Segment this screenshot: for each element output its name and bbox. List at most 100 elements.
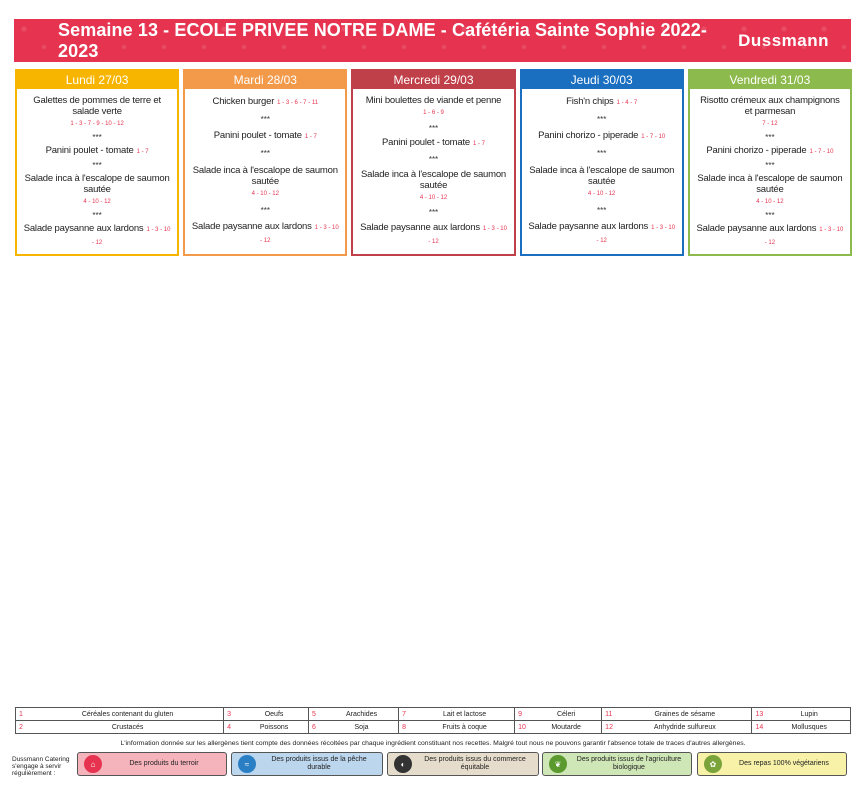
allergen-number: 4: [223, 720, 241, 734]
allergen-codes: 4 - 10 - 12: [419, 194, 448, 201]
allergen-number: 8: [398, 720, 416, 734]
dish-name: Salade paysanne aux lardons: [528, 220, 649, 232]
allergen-codes: 1 - 7 - 10: [641, 134, 666, 141]
allergen-label: Arachides: [324, 707, 400, 721]
allergen-number: 11: [601, 707, 619, 721]
dish-separator: ***: [92, 210, 102, 220]
allergen-codes: 1 - 3 - 10 - 12: [764, 226, 844, 246]
dish-item: Salade inca à l'escalope de saumon sauté…: [191, 165, 339, 200]
allergen-number: 14: [751, 720, 769, 734]
allergen-codes: 4 - 10 - 12: [251, 190, 279, 197]
allergen-codes: 1 - 3 - 10 - 12: [596, 224, 676, 244]
allergen-codes: 1 - 7 - 10: [809, 148, 834, 155]
allergen-codes: 1 - 7: [473, 141, 486, 148]
label-text: Des repas 100% végétariens: [739, 760, 829, 767]
allergen-codes: 1 - 3 - 10 - 12: [428, 225, 507, 245]
allergen-label: Céleri: [531, 707, 603, 721]
dish-name: Salade paysanne aux lardons: [360, 221, 480, 233]
page-title: Semaine 13 - ECOLE PRIVEE NOTRE DAME - C…: [58, 19, 707, 61]
dish-name: Panini poulet - tomate: [45, 144, 134, 156]
allergen-codes: 1 - 3 - 10 - 12: [91, 226, 171, 246]
allergen-number: 10: [514, 720, 532, 734]
banner-pattern: [14, 19, 851, 62]
allergen-label: Anhydride sulfureux: [618, 720, 753, 734]
brand-logo: Dussmann: [738, 30, 829, 50]
dish-separator: ***: [765, 210, 775, 220]
header-banner: Semaine 13 - ECOLE PRIVEE NOTRE DAME - C…: [14, 19, 851, 62]
allergen-codes: 1 - 3 - 7 - 9 - 10 - 12: [70, 120, 124, 127]
allergen-label: Soja: [324, 720, 400, 734]
allergen-label: Lait et lactose: [415, 707, 516, 721]
dish-name: Panini poulet - tomate: [213, 130, 302, 142]
dish-name: Panini poulet - tomate: [381, 137, 471, 149]
dish-name: Salade paysanne aux lardons: [23, 222, 144, 234]
dish-name: Chicken burger: [212, 96, 275, 108]
fish-icon: ≈: [238, 755, 256, 773]
allergen-codes: 1 - 7: [136, 148, 149, 155]
day-header: Vendredi 31/03: [689, 71, 851, 89]
dish-separator: ***: [597, 205, 607, 215]
dish-separator: ***: [597, 115, 607, 125]
day-dishes: Galettes de pommes de terre et salade ve…: [17, 89, 177, 254]
dish-name: Risotto crémeux aux champignons et parme…: [700, 94, 840, 117]
allergen-codes: 1 - 4 - 7: [616, 100, 638, 107]
day-header: Lundi 27/03: [17, 71, 178, 89]
dish-separator: ***: [260, 205, 270, 215]
allergen-number: 6: [307, 720, 325, 734]
dish-separator: ***: [92, 160, 102, 170]
house-icon: ⌂: [84, 755, 102, 773]
dish-separator: ***: [428, 208, 439, 218]
organic-leaf-icon: ❦: [549, 755, 567, 773]
dish-name: Galettes de pommes de terre et salade ve…: [33, 94, 161, 117]
day-header: Mercredi 29/03: [353, 71, 514, 89]
allergen-number: 2: [15, 720, 32, 734]
dish-separator: ***: [92, 132, 102, 142]
allergen-number: 1: [15, 707, 32, 721]
allergen-number: 5: [307, 707, 325, 721]
allergen-number: 9: [514, 707, 532, 721]
dish-separator: ***: [260, 115, 270, 125]
label-text: Des produits issus de l'agriculture biol…: [576, 756, 682, 771]
allergen-disclaimer: L'information donnée sur les allergènes …: [120, 740, 746, 747]
allergen-label: Moutarde: [531, 720, 603, 734]
allergen-label: Fruits à coque: [415, 720, 516, 734]
label-text: Des produits issus de la pêche durable: [271, 756, 367, 771]
allergen-number: 12: [601, 720, 619, 734]
veggie-icon: ✿: [704, 755, 722, 773]
day-header: Jeudi 30/03: [521, 71, 682, 89]
allergen-codes: 1 - 3 - 6 - 7 - 11: [277, 100, 319, 107]
dish-name: Salade inca à l'escalope de saumon sauté…: [192, 164, 338, 187]
dish-item: Salade inca à l'escalope de saumon sauté…: [359, 169, 507, 204]
dish-separator: ***: [765, 132, 775, 142]
dish-item: Salade inca à l'escalope de saumon sauté…: [696, 173, 844, 208]
allergen-codes: 4 - 10 - 12: [588, 190, 616, 197]
engagement-text: Dussmann Catering s'engage à servir régu…: [12, 756, 70, 777]
dish-name: Panini chorizo - piperade: [706, 144, 807, 156]
dish-item: Risotto crémeux aux champignons et parme…: [696, 95, 844, 130]
dish-name: Salade inca à l'escalope de saumon sauté…: [24, 172, 170, 195]
allergen-label: Crustacés: [32, 720, 225, 734]
dish-separator: ***: [428, 154, 439, 164]
allergen-codes: 1 - 3 - 10 - 12: [260, 224, 339, 244]
dish-item: Salade inca à l'escalope de saumon sauté…: [528, 165, 676, 200]
dish-separator: ***: [765, 160, 775, 170]
label-commerce-equitable: ◐Des produits issus du commerce équitabl…: [387, 752, 539, 776]
